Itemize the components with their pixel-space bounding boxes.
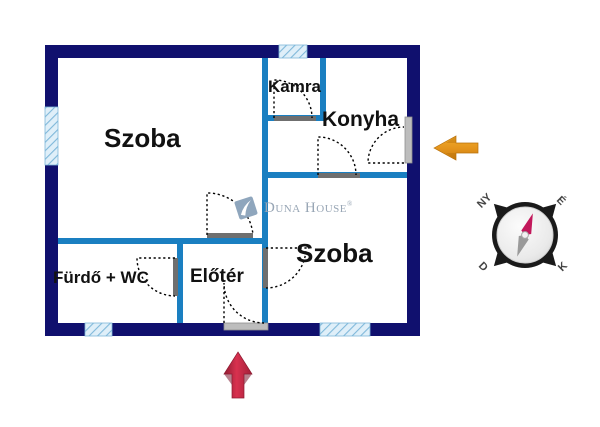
doors — [136, 79, 413, 331]
window-bottom-left — [84, 322, 113, 337]
door-entrance-bottom — [223, 282, 269, 331]
room-label-kamra: Kamra — [268, 77, 321, 96]
compass-label-south: D — [475, 259, 491, 275]
window-left-wall — [44, 106, 59, 166]
compass-labels: NY É K D — [473, 183, 578, 288]
door-right-wall-konyha — [367, 116, 413, 164]
room-label-eloter: Előtér — [190, 266, 244, 287]
room-label-szoba-right: Szoba — [296, 238, 373, 268]
door-konyha — [317, 136, 360, 178]
door-szoba-left — [206, 192, 254, 238]
window-bottom-right — [319, 322, 371, 337]
side-entrance-arrow — [433, 135, 479, 161]
room-label-szoba-left: Szoba — [104, 123, 181, 153]
exterior-windows — [44, 44, 371, 337]
door-szoba-right — [263, 247, 307, 289]
compass-label-east: K — [555, 259, 571, 275]
compass-label-north: É — [553, 194, 568, 208]
room-label-furdo-wc: Fürdő + WC — [53, 268, 149, 287]
door-furdo-wc — [136, 257, 178, 297]
compass-label-west: NY — [474, 191, 495, 211]
compass-rose — [492, 202, 558, 268]
door-kamra — [273, 79, 316, 121]
entrance-arrow — [223, 351, 253, 399]
window-top-wall — [278, 44, 308, 59]
room-label-konyha: Konyha — [322, 108, 400, 131]
exterior-walls — [45, 45, 420, 336]
